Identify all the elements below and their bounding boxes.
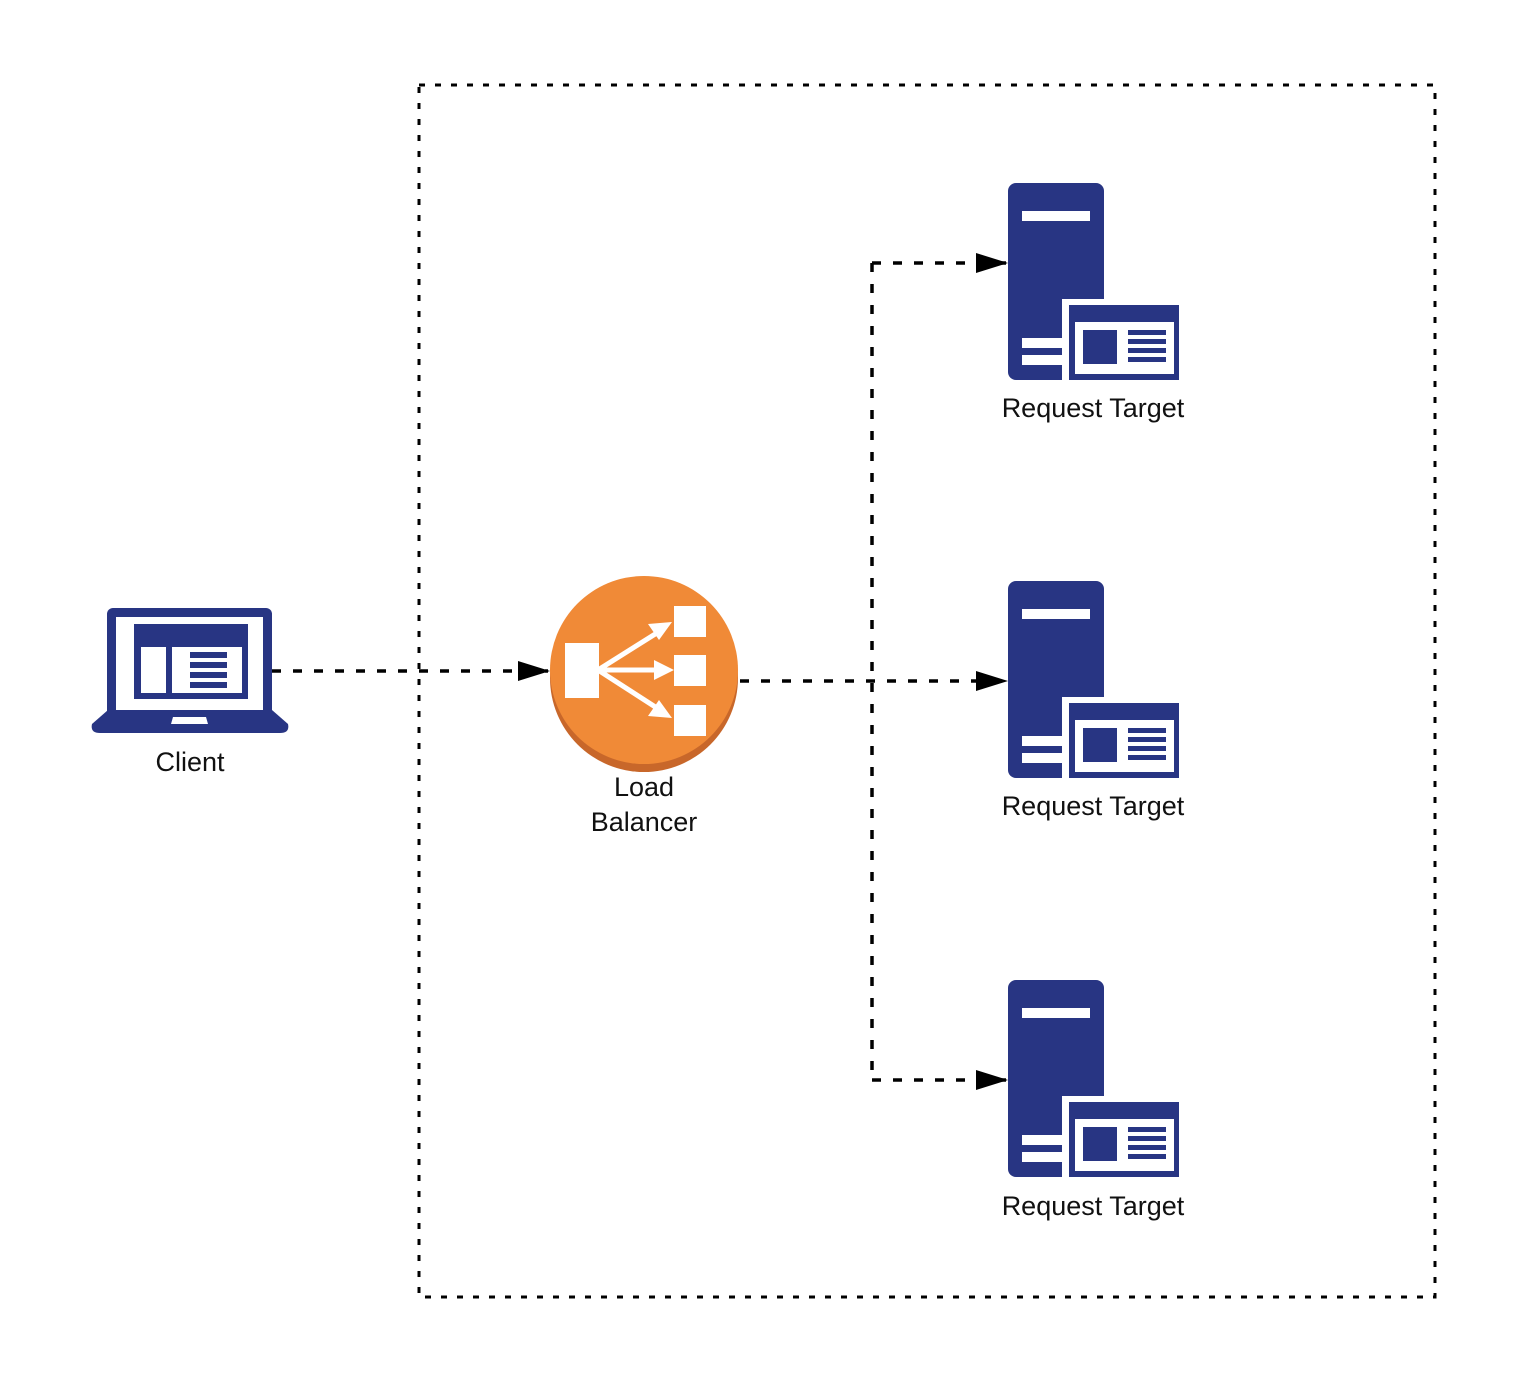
load-balancer-label: Load Balancer xyxy=(591,770,698,840)
load-balancer-icon[interactable] xyxy=(550,576,738,772)
target-3-label: Request Target xyxy=(1001,1191,1185,1221)
target-1-label: Request Target xyxy=(1001,393,1185,423)
server-icon[interactable] xyxy=(1008,183,1184,383)
load-balancer-label-line1: Load xyxy=(613,772,675,802)
system-boundary xyxy=(417,83,1437,1299)
server-icon[interactable] xyxy=(1008,980,1184,1180)
client-label: Client xyxy=(155,747,225,777)
server-icon[interactable] xyxy=(1008,581,1184,781)
target-2-label: Request Target xyxy=(1001,791,1185,821)
connectors xyxy=(272,253,1008,1090)
load-balancer-label-line2: Balancer xyxy=(590,807,698,837)
laptop-icon[interactable] xyxy=(91,608,289,733)
